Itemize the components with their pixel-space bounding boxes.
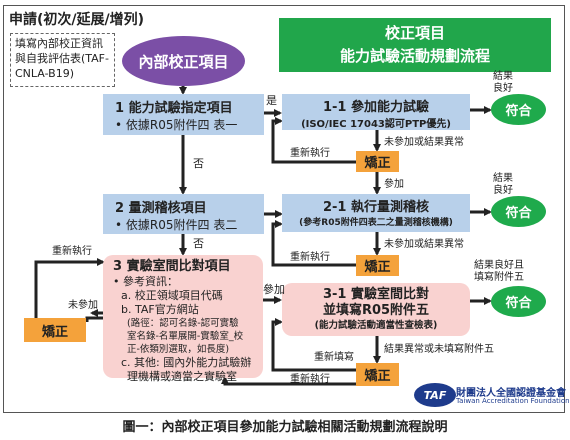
- start-oval: 內部校正項目: [122, 36, 245, 86]
- taf-logo-text: TAF: [423, 388, 447, 402]
- label-abnormal-1: 未參加或結果異常: [384, 137, 464, 148]
- label-rerun-1: 重新執行: [290, 148, 330, 159]
- label-no-1: 否: [193, 157, 204, 170]
- box1-sub: • 依據R05附件四 表一: [115, 118, 238, 132]
- box2-sub: • 依據R05附件四 表二: [115, 218, 238, 232]
- label-abnormal-2: 未參加或結果異常: [384, 239, 464, 250]
- correct-box-3: 矯正: [356, 363, 399, 386]
- correct-box-left: 矯正: [24, 318, 86, 342]
- label-good-2b: 良好: [493, 185, 513, 196]
- box3-line-1: a. 校正領域項目代碼: [121, 289, 223, 302]
- box-measurement-audit: 2 量測稽核項目 • 依據R05附件四 表二: [103, 194, 264, 234]
- label-good-2: 結果 良好: [491, 173, 515, 197]
- pass-label-1: 符合: [505, 104, 532, 119]
- main-title-line1: 校正項目: [384, 24, 445, 42]
- self-assessment-note: 填寫內部校正資訊與自我評估表(TAF-CNLA-B19): [10, 33, 115, 87]
- taf-name-en: Taiwan Accreditation Foundation: [456, 397, 570, 405]
- box11-sub: (ISO/IEC 17043認可PTP優先): [301, 119, 451, 130]
- diagram-frame: [3, 5, 565, 413]
- arrow-correct3-refill: [271, 318, 356, 372]
- box31-sub: (能力試驗活動適當性查檢表): [314, 320, 438, 331]
- box3-line-6: c. 其他: 國內外能力試驗辦: [121, 356, 252, 369]
- box3-line-3: (路徑：認可名錄-認可實驗: [127, 318, 239, 329]
- correct-label-left: 矯正: [41, 324, 68, 340]
- box-interlab-comparison: 3 實驗室間比對項目 • 參考資訊： a. 校正領域項目代碼 b. TAF官方網…: [103, 255, 263, 383]
- label-abnormal-3: 結果異常或未填寫附件五: [384, 344, 494, 355]
- arrow-correct3-to-box3: [221, 376, 356, 386]
- taf-name-zh: 財團法人全國認證基金會: [456, 388, 566, 399]
- label-yes-1: 是: [266, 94, 277, 107]
- box-11-join-pt: 1-1 參加能力試驗 (ISO/IEC 17043認可PTP優先): [282, 94, 470, 130]
- taf-logo-badge: TAF: [414, 383, 456, 407]
- label-good-3: 結果良好且 填寫附件五: [466, 260, 532, 284]
- box-21-measurement-audit: 2-1 執行量測稽核 (參考R05附件四表二之量測稽核機構): [282, 194, 470, 232]
- label-join-31: 參加: [263, 283, 285, 296]
- box31-title-line1: 3-1 實驗室間比對: [322, 287, 429, 302]
- label-refill: 重新填寫: [314, 352, 354, 363]
- arrow-box3-to-leftcorrect-line: [85, 316, 110, 322]
- box3-line-2: b. TAF官方網站: [121, 303, 199, 316]
- label-good-3a: 結果良好且: [474, 260, 524, 271]
- box3-line-0: • 參考資訊：: [113, 275, 178, 288]
- box3-line-7: 理機構或適當之實驗室: [127, 370, 237, 383]
- label-good-1b: 良好: [493, 83, 513, 94]
- label-good-1: 結果 良好: [491, 71, 515, 95]
- box3-line-5: 正-依類別選取，如長度): [127, 344, 230, 355]
- pass-oval-2: 符合: [491, 196, 546, 227]
- label-not-join: 未參加: [68, 300, 98, 311]
- label-good-1a: 結果: [493, 71, 513, 82]
- arrow-correct2-rerun: [271, 220, 356, 267]
- arrow-correct1-rerun: [271, 117, 356, 164]
- box1-title: 1 能力試驗指定項目: [115, 101, 233, 116]
- correct-box-2: 矯正: [356, 255, 399, 276]
- correct-label-3: 矯正: [364, 369, 391, 384]
- box21-sub: (參考R05附件四表二之量測稽核機構): [299, 218, 453, 228]
- box-31-interlab: 3-1 實驗室間比對 並填寫R05附件五 (能力試驗活動適當性查檢表): [282, 283, 470, 336]
- box31-title-line2: 並填寫R05附件五: [322, 303, 430, 318]
- box11-title: 1-1 參加能力試驗: [322, 100, 429, 115]
- box21-title: 2-1 執行量測稽核: [322, 200, 429, 215]
- figure-caption: 圖一：內部校正項目參加能力試驗相關活動規劃流程說明: [122, 420, 448, 435]
- label-rerun-3: 重新執行: [290, 374, 330, 385]
- correct-box-1: 矯正: [356, 151, 399, 172]
- pass-label-3: 符合: [505, 296, 532, 311]
- apply-title: 申請(初次/延展/增列): [9, 12, 145, 28]
- label-no-2: 否: [193, 237, 204, 250]
- main-title-line2: 能力試驗活動規劃流程: [339, 47, 490, 65]
- start-label: 內部校正項目: [138, 52, 229, 71]
- box-pt-designated: 1 能力試驗指定項目 • 依據R05附件四 表一: [103, 94, 264, 135]
- label-good-2a: 結果: [493, 173, 513, 184]
- pass-oval-3: 符合: [491, 286, 546, 317]
- label-good-3b: 填寫附件五: [474, 272, 524, 283]
- correct-label-2: 矯正: [364, 260, 391, 275]
- label-rerun-2: 重新執行: [290, 252, 330, 263]
- pass-label-2: 符合: [505, 206, 532, 221]
- box2-title: 2 量測稽核項目: [115, 201, 207, 216]
- pass-oval-1: 符合: [491, 94, 546, 125]
- label-join-21: 參加: [384, 179, 404, 190]
- box3-line-4: 室名錄-名單展開-實驗室_校: [127, 331, 244, 342]
- correct-label-1: 矯正: [364, 156, 391, 171]
- main-title-box: 校正項目 能力試驗活動規劃流程: [279, 18, 551, 72]
- arrow-leftcorrect-rerun: [34, 258, 105, 318]
- label-rerun-left: 重新執行: [52, 246, 92, 257]
- box3-title: 3 實驗室間比對項目: [113, 259, 231, 274]
